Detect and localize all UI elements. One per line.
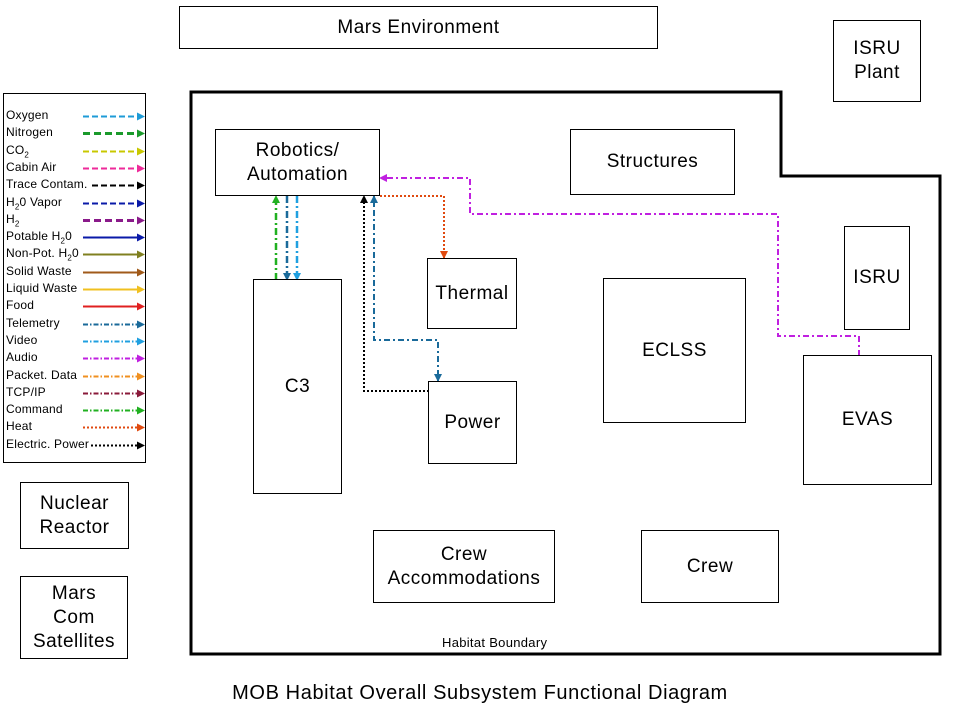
legend-line-arrow-icon <box>83 147 145 156</box>
isru-plant-label: ISRU Plant <box>853 38 901 83</box>
legend-line-arrow-icon <box>83 406 145 415</box>
legend-line-arrow-icon <box>83 233 145 242</box>
legend-line-arrow-icon <box>83 354 145 363</box>
heat-flow-robotics-to-thermal <box>380 195 448 259</box>
thermal-label: Thermal <box>435 282 509 304</box>
legend-line-arrow-icon <box>83 285 145 294</box>
mars-environment-label: Mars Environment <box>337 16 500 38</box>
eclss-box: ECLSS <box>603 278 746 423</box>
legend-item: Non-Pot. H20 <box>6 246 145 263</box>
legend-item: Heat <box>6 419 145 436</box>
isru-label: ISRU <box>853 267 901 288</box>
legend-item-label: H2 <box>6 211 22 229</box>
legend-item-label: CO2 <box>6 142 32 159</box>
legend-item: Liquid Waste <box>6 281 145 298</box>
legend-line-arrow-icon <box>83 268 145 277</box>
crew-box: Crew <box>641 530 779 603</box>
legend-item: Cabin Air <box>6 159 145 177</box>
crew-label: Crew <box>686 555 734 577</box>
legend-item: Solid Waste <box>6 263 145 281</box>
legend-item: Electric. Power <box>6 436 145 454</box>
nuclear-reactor-box: Nuclear Reactor <box>20 482 129 549</box>
robotics-automation-label: Robotics/ Automation <box>246 139 349 185</box>
legend-item-label: H20 Vapor <box>6 194 65 211</box>
eclss-label: ECLSS <box>642 339 707 361</box>
legend-item-label: Command <box>6 402 65 418</box>
legend-line-arrow-icon <box>83 250 145 259</box>
thermal-box: Thermal <box>427 258 517 329</box>
legend-line-arrow-icon <box>83 320 145 329</box>
legend-item: Food <box>6 298 145 315</box>
telemetry-flow-robotics-to-power <box>373 196 442 382</box>
legend-item-label: Solid Waste <box>6 263 74 279</box>
legend-line-arrow-icon <box>83 372 145 380</box>
legend-item: Packet. Data <box>6 367 145 385</box>
mars-com-satellites-label: Mars Com Satellites <box>32 582 116 652</box>
evas-box: EVAS <box>803 355 932 485</box>
diagram-caption: MOB Habitat Overall Subsystem Functional… <box>232 682 728 704</box>
legend-item-label: Audio <box>6 350 40 366</box>
legend-item-label: Cabin Air <box>6 159 59 175</box>
legend-item: Potable H20 <box>6 229 145 246</box>
legend-item-label: Heat <box>6 419 35 435</box>
legend-line-arrow-icon <box>83 302 145 311</box>
legend-item: Command <box>6 402 145 419</box>
legend-item: Oxygen <box>6 108 145 125</box>
mars-com-satellites-box: Mars Com Satellites <box>20 576 128 659</box>
legend-item-label: Packet. Data <box>6 367 80 383</box>
isru-box: ISRU <box>844 226 910 330</box>
audio-flow-evas-to-robotics <box>379 174 860 356</box>
electric-power-flow-power-to-robotics <box>360 195 429 392</box>
crew-accommodations-box: Crew Accommodations <box>373 530 555 603</box>
mars-environment-box: Mars Environment <box>179 6 658 49</box>
nuclear-reactor-label: Nuclear Reactor <box>39 492 110 538</box>
legend-item: Trace Contam. <box>6 177 145 194</box>
legend-line-arrow-icon <box>83 216 145 225</box>
legend-item: TCP/IP <box>6 384 145 402</box>
legend-item-label: Oxygen <box>6 108 51 123</box>
structures-label: Structures <box>606 151 699 172</box>
legend-line-arrow-icon <box>83 112 145 121</box>
legend-item-label: Liquid Waste <box>6 281 80 296</box>
robotics-automation-box: Robotics/ Automation <box>215 129 380 196</box>
legend-item-label: Video <box>6 332 40 348</box>
legend-item-label: Food <box>6 298 37 314</box>
legend-item: H2 <box>6 211 145 229</box>
c3-label: C3 <box>284 375 311 397</box>
legend-item-label: Trace Contam. <box>6 177 90 193</box>
legend-line-arrow-icon <box>83 423 145 432</box>
evas-label: EVAS <box>841 409 894 430</box>
power-label: Power <box>444 411 501 433</box>
structures-box: Structures <box>570 129 735 195</box>
legend-item-label: TCP/IP <box>6 384 48 400</box>
legend-line-arrow-icon <box>83 441 145 450</box>
legend-line-arrow-icon <box>83 337 145 346</box>
habitat-boundary-label: Habitat Boundary <box>442 635 548 650</box>
legend-line-arrow-icon <box>83 164 145 173</box>
legend-line-arrow-icon <box>83 199 145 207</box>
legend-item-label: Non-Pot. H20 <box>6 246 81 263</box>
c3-box: C3 <box>253 279 342 494</box>
legend-line-arrow-icon <box>83 181 145 190</box>
legend-item: CO2 <box>6 142 145 160</box>
power-box: Power <box>428 381 517 464</box>
legend-item-label: Electric. Power <box>6 436 92 452</box>
habitat-boundary <box>189 90 942 656</box>
legend-item-label: Telemetry <box>6 315 62 331</box>
isru-plant-box: ISRU Plant <box>833 20 921 102</box>
legend-line-arrow-icon <box>83 129 145 138</box>
legend-item: Video <box>6 332 145 350</box>
legend-line-arrow-icon <box>83 389 145 398</box>
legend-item-label: Nitrogen <box>6 125 55 141</box>
legend-item: Audio <box>6 350 145 367</box>
legend-item: Telemetry <box>6 315 145 333</box>
legend-item: Nitrogen <box>6 125 145 142</box>
legend-item: H20 Vapor <box>6 194 145 212</box>
crew-accommodations-label: Crew Accommodations <box>387 543 541 589</box>
legend-item-label: Potable H20 <box>6 229 75 246</box>
